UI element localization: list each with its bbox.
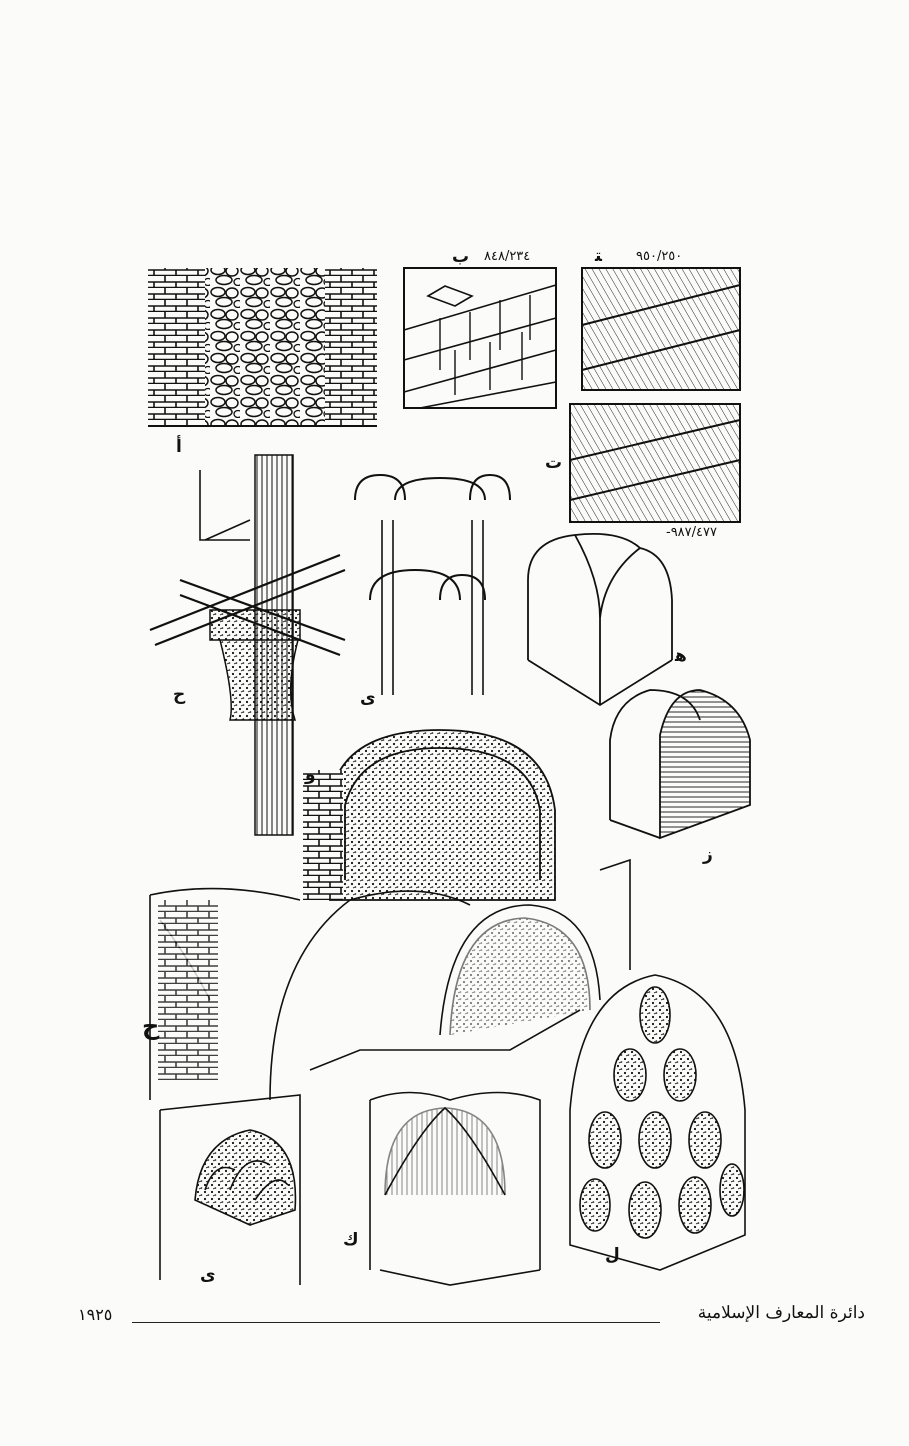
figure-label-l: ل bbox=[605, 1245, 620, 1265]
muqarnas-niche-drawing bbox=[569, 974, 746, 1271]
squinch-drawing bbox=[159, 1094, 301, 1285]
figure-label-h: ﻫ bbox=[675, 646, 687, 666]
barrel-vault-drawing bbox=[609, 689, 751, 840]
figure-label-kh: ح bbox=[142, 1012, 160, 1040]
cross-vault-drawing bbox=[527, 533, 673, 707]
figure-label-c: ت bbox=[545, 453, 563, 473]
stone-arch-drawing bbox=[303, 729, 556, 901]
footer-rule bbox=[132, 1322, 660, 1323]
double-arches-drawing bbox=[354, 473, 511, 695]
figure-label-a: أ bbox=[176, 437, 182, 457]
figure-label-j: ح bbox=[173, 685, 186, 705]
figure-ref-b: ٨٤٨/٢٣٤ bbox=[484, 249, 531, 264]
figure-label-w: و bbox=[305, 765, 316, 785]
figure-ref-c-bottom: ٩٨٧/٤٧٧- bbox=[666, 525, 717, 540]
masonry-panel-c-bottom bbox=[569, 403, 741, 523]
masonry-panel-c-top bbox=[581, 267, 741, 391]
vaulted-hall-drawing bbox=[149, 858, 631, 1101]
figure-ref-c-top: ٩٥٠/٢٥٠ bbox=[636, 249, 683, 264]
figure-label-y: ى bbox=[200, 1265, 216, 1285]
column-capital-drawing bbox=[149, 454, 346, 836]
wall-masonry-drawing bbox=[148, 268, 377, 427]
figure-label-z: ز bbox=[703, 845, 713, 865]
figure-label-c-top: ﺘ bbox=[595, 246, 602, 266]
rib-vault-drawing bbox=[369, 1091, 541, 1286]
page-number: ١٩٢٥ bbox=[78, 1305, 113, 1324]
figure-label-k: ك bbox=[343, 1230, 359, 1250]
encyclopedia-title: دائرة المعارف الإسلامية bbox=[697, 1303, 865, 1323]
figure-label-b: ب bbox=[452, 247, 470, 267]
figure-label-d: ى bbox=[360, 688, 376, 708]
masonry-panel-b bbox=[403, 267, 557, 409]
